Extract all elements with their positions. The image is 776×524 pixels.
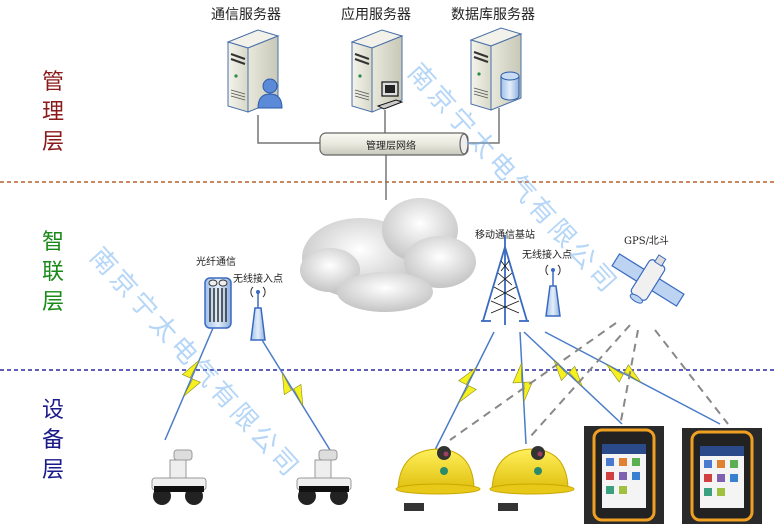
satellite-icon (611, 253, 685, 307)
lightning-bolt-icon (181, 360, 201, 397)
lightning-bolt-icon (553, 359, 583, 388)
wireless-links (164, 327, 721, 451)
wireless-link-line (544, 331, 721, 425)
inspection-robot-icon (151, 449, 207, 505)
base-station-tower-icon (481, 235, 529, 325)
computer-icon (376, 81, 404, 110)
gps-links (449, 322, 729, 441)
cloud-icon (300, 198, 476, 312)
wireless-ap-right-icon (545, 264, 561, 317)
lightning-bolt-icon (458, 367, 477, 403)
smart-helmet-icon (489, 446, 575, 511)
application-server-icon (350, 29, 404, 113)
wireless-ap-left-icon (250, 286, 266, 341)
server-label-database: 数据库服务器 (451, 7, 535, 23)
inspection-robot-icon (296, 449, 352, 505)
smart-helmet-icon (395, 446, 481, 511)
database-icon (500, 71, 520, 101)
lightning-bolt-icon (512, 362, 533, 403)
server-label-communication: 通信服务器 (211, 7, 281, 23)
fiber-label: 光纤通信 (196, 257, 236, 268)
communication-server-icon (226, 29, 283, 113)
network-label: 管理层网络 (366, 141, 416, 152)
layer-label-device: 设备层 (41, 398, 64, 483)
base-station-label: 移动通信基站 (475, 230, 535, 241)
wireless-link-line (523, 331, 623, 425)
layer-label-management: 管理层 (41, 70, 64, 155)
wireless-ap-right-label: 无线接入点 (522, 250, 572, 261)
lightning-bolt-icon (606, 364, 642, 383)
server-links (257, 108, 500, 200)
lightning-bolt-icon (281, 372, 304, 407)
management-network-pipe (319, 132, 469, 156)
server-label-application: 应用服务器 (341, 7, 411, 23)
gps-label: GPS/北斗 (624, 236, 669, 247)
database-server-icon (469, 27, 523, 111)
wireless-ap-left-label: 无线接入点 (233, 274, 283, 285)
fiber-communication-icon (204, 277, 232, 329)
layer-label-smart-link: 智联层 (41, 230, 64, 315)
wireless-link-line (164, 327, 214, 441)
rugged-tablet-icon (682, 428, 762, 524)
wireless-link-line (261, 339, 331, 451)
rugged-tablet-icon (584, 426, 664, 524)
wireless-link-line (434, 331, 495, 451)
user-icon (257, 78, 283, 109)
